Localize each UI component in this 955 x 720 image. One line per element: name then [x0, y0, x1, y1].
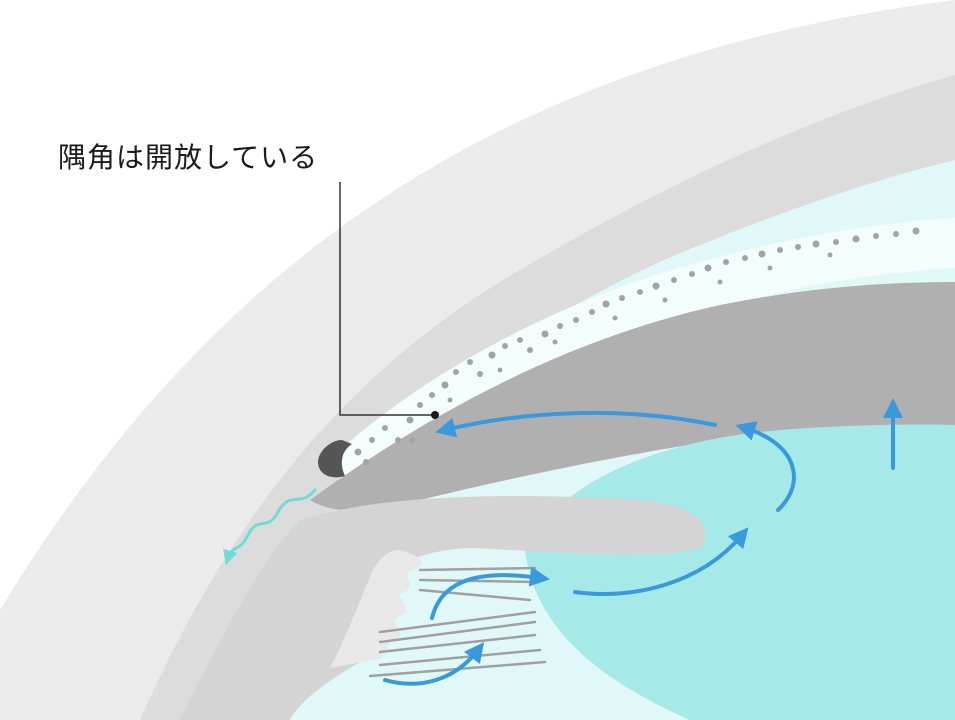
annotation-pointer-dot	[431, 411, 439, 419]
flow-arrow	[735, 421, 796, 512]
wavy-outflow-arrow	[223, 488, 317, 566]
flow-arrow	[435, 410, 717, 438]
ciliary-processes	[330, 550, 422, 668]
flow-arrow	[573, 527, 749, 596]
angle-open-label: 隅角は開放している	[58, 141, 319, 174]
aqueous-flow-arrows	[383, 398, 903, 686]
lens	[525, 424, 955, 720]
endothelium-band	[340, 218, 955, 480]
flow-arrow	[430, 566, 550, 620]
aqueous-cells	[354, 227, 920, 465]
schlemm-canal	[318, 440, 352, 478]
flow-arrow	[383, 642, 485, 686]
iris	[310, 282, 955, 511]
annotation-leader-line	[339, 182, 433, 416]
ciliary-body	[180, 496, 706, 720]
